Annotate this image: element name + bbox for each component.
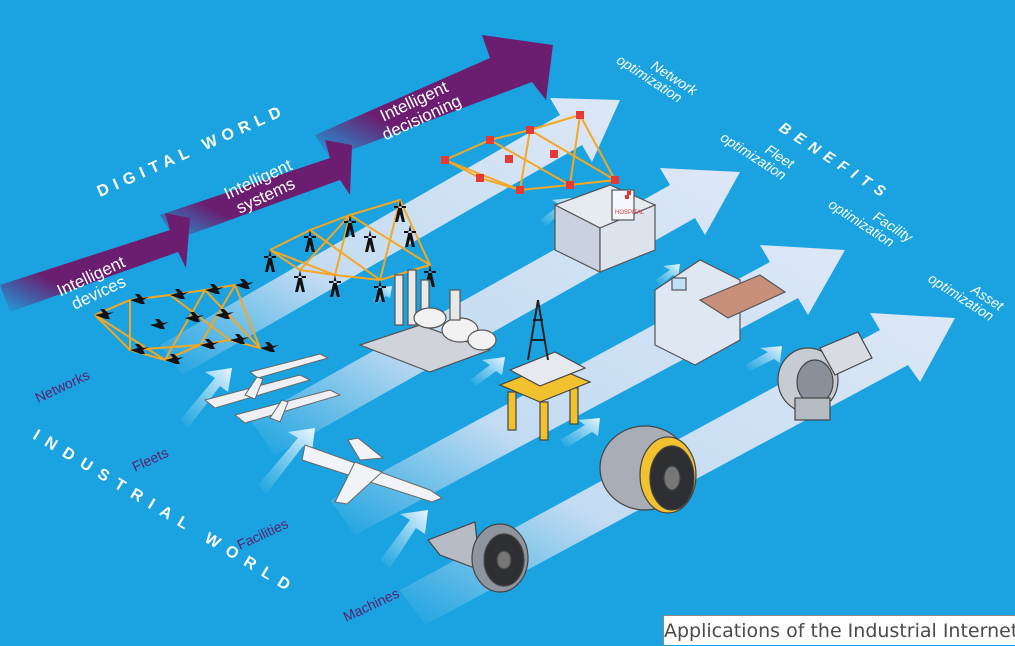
hospital-room-illustration	[654, 259, 787, 366]
intelligent-devices-arrow	[0, 213, 190, 312]
jet-engine-large-illustration	[599, 425, 697, 514]
digital-arrows	[0, 35, 553, 312]
intelligent-decisioning-arrow	[315, 35, 553, 158]
decision-nodes	[441, 111, 619, 194]
jetliner-illustration	[301, 437, 444, 505]
refinery-illustration	[358, 269, 497, 373]
aircraft-fleet-illustration	[203, 353, 342, 424]
level-networks: Networks	[33, 367, 93, 406]
level-machines: Machines	[341, 585, 402, 625]
hospital-sign: HOSPITAL	[615, 210, 645, 216]
aircraft-nodes	[95, 279, 279, 364]
intelligent-systems-arrow	[160, 140, 352, 240]
level-facilities: Facilities	[235, 515, 291, 553]
hospital-illustration: HOSPITAL	[553, 184, 657, 273]
level-fleets: Fleets	[130, 444, 171, 475]
flow-arrows	[180, 198, 782, 568]
figure-caption: Applications of the Industrial Internet	[663, 615, 1015, 645]
turbine-illustration	[777, 331, 873, 421]
oil-platform-illustration	[498, 299, 592, 441]
jet-engine-small-illustration	[427, 521, 529, 593]
